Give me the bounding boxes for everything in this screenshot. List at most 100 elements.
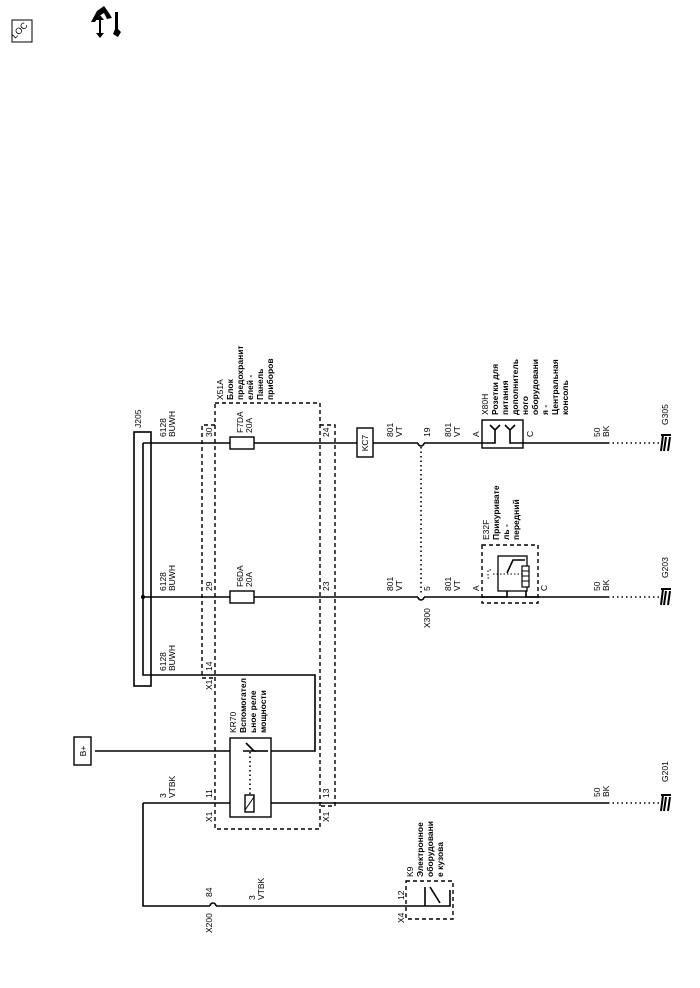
diagram-line: F7DA20A <box>235 411 254 433</box>
fuse-f6da-label: F6DA20A <box>235 565 254 587</box>
diagram-line: J205 <box>133 409 143 428</box>
ground-g203-label: G203 <box>660 557 670 578</box>
diagram-line: 5 <box>422 586 432 591</box>
label-line: Панель <box>255 369 265 400</box>
diagram-line <box>660 588 671 606</box>
label-line: K9 <box>405 866 415 877</box>
diagram-line: C <box>539 585 549 591</box>
battery-label: B+ <box>78 746 88 757</box>
diagram-line: 50BK <box>592 579 611 591</box>
loc-icon-frame[interactable] <box>11 19 33 43</box>
label-line: BK <box>601 579 611 591</box>
label-line: X51A <box>215 379 225 400</box>
label-line: Прикуривате <box>491 485 501 540</box>
connector-x4: X4 <box>396 912 406 923</box>
fuse-f7da <box>229 436 255 450</box>
diagram-line: 3VTBK <box>247 877 266 900</box>
label-line: 801 <box>443 423 453 437</box>
label-line: 801 <box>385 423 395 437</box>
label-line: F6DA <box>235 565 245 587</box>
wire-label: 801VT <box>443 423 462 437</box>
wire-row-4 <box>142 803 440 907</box>
label-line: Блок <box>225 378 235 400</box>
x1-right-connector <box>320 424 336 807</box>
label-line: 3 <box>247 895 257 900</box>
connector-x1: X1 <box>204 811 214 822</box>
pin-19: 19 <box>422 427 432 437</box>
diagram-line <box>482 424 523 444</box>
loc-icon[interactable]: LOC <box>9 19 33 43</box>
pin-29: 29 <box>204 581 214 591</box>
label-line: елей - <box>245 375 255 400</box>
fuse-f6da <box>229 590 255 604</box>
diagram-line: 801VT <box>385 423 404 437</box>
diagram-line: 29 <box>204 581 214 591</box>
pin-c: C <box>539 585 549 591</box>
diagram-line: 84 <box>204 887 214 897</box>
label-line: 801 <box>385 577 395 591</box>
wire-label: 6128BUWH <box>158 565 177 591</box>
label-line: 801 <box>443 577 453 591</box>
wire-label: 3VTBK <box>247 877 266 900</box>
label-line: 6128 <box>158 652 168 671</box>
label-line: передний <box>511 499 521 540</box>
pin-30: 30 <box>204 427 214 437</box>
diagram-line: 3VTBK <box>158 775 177 798</box>
diagram-line <box>522 570 529 582</box>
label-line: VT <box>394 426 404 437</box>
pin-84: 84 <box>204 887 214 897</box>
wire-label: 801VT <box>443 577 462 591</box>
label-line: VTBK <box>256 877 266 900</box>
j205-harness <box>133 431 152 687</box>
battery-box[interactable] <box>73 736 92 766</box>
pin-11: 11 <box>204 789 214 798</box>
diagram-line <box>113 12 121 37</box>
label-line: BK <box>601 785 611 797</box>
wire-label: 6128BUWH <box>158 645 177 671</box>
wire-label: 6128BUWH <box>158 411 177 437</box>
diagram-line: 6128BUWH <box>158 411 177 437</box>
wire-label: 50BK <box>592 579 611 591</box>
label-line: E32F <box>481 520 491 540</box>
label-line: BUWH <box>167 411 177 437</box>
service-info-icon[interactable] <box>91 6 121 38</box>
connector-x1: X1 <box>204 679 214 690</box>
diagram-line: X300 <box>422 608 432 628</box>
label-line: VTBK <box>167 775 177 798</box>
label-line: 20A <box>244 418 254 433</box>
diagram-line <box>91 6 112 22</box>
k9-module <box>405 880 454 920</box>
diagram-line <box>424 886 451 907</box>
diagram-line: X1 <box>204 679 214 690</box>
label-line: 3 <box>158 793 168 798</box>
diagram-line: X200 <box>204 913 214 933</box>
wire-label: 801VT <box>385 577 404 591</box>
label-line: VT <box>452 580 462 591</box>
connector-x300: X300 <box>422 608 432 628</box>
diagram-line: F6DA20A <box>235 565 254 587</box>
label-line: 50 <box>592 427 602 437</box>
label-line: VT <box>394 580 404 591</box>
x51a-label: X51AБлокпредохранителей -Панельприборов <box>215 345 275 400</box>
label-line: ного <box>520 396 530 415</box>
pin-5: 5 <box>422 586 432 591</box>
label-line: е кузова <box>435 842 445 877</box>
label-line: дополнитель <box>510 359 520 415</box>
diagram-line <box>660 794 671 812</box>
diagram-line: 6128BUWH <box>158 565 177 591</box>
diagram-line: X4 <box>396 912 406 923</box>
label-line: консоль <box>560 380 570 415</box>
diagram-line: 19 <box>422 427 432 437</box>
wire-label: 801VT <box>385 423 404 437</box>
ground-g203-icon <box>660 588 671 606</box>
label-line: 6128 <box>158 418 168 437</box>
x80h-label: X80HРозетки дляпитаниядополнительногообо… <box>480 359 570 415</box>
diagram-line: A <box>471 431 481 437</box>
diagram-line <box>96 15 104 38</box>
ground-g201-label: G201 <box>660 761 670 782</box>
diagram-line: X51AБлокпредохранителей -Панельприборов <box>215 345 275 400</box>
label-line: 20A <box>244 572 254 587</box>
label-line: оборудовани <box>425 821 435 877</box>
diagram-line: X80HРозетки дляпитаниядополнительногообо… <box>480 359 570 415</box>
